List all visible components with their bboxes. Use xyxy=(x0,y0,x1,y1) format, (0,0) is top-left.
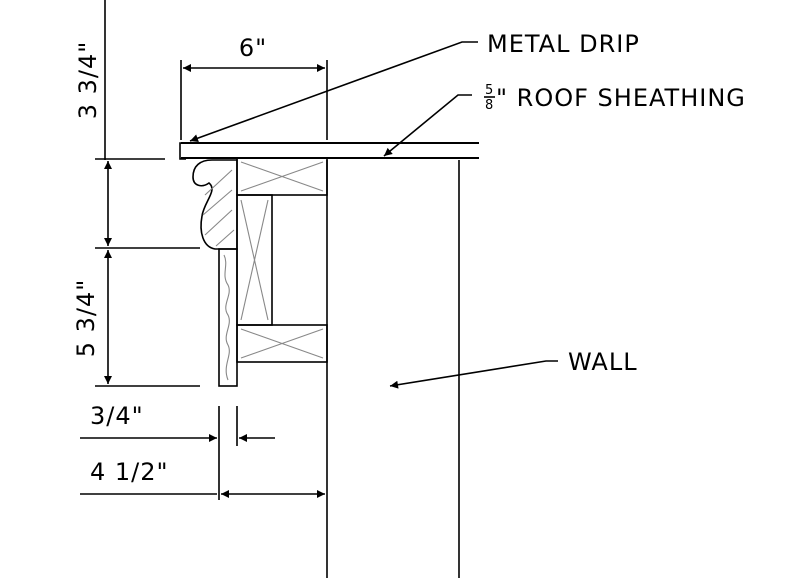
dimension-trim-thickness-label: 3/4" xyxy=(90,402,144,430)
bottom-blocking xyxy=(236,324,328,363)
dimension-overhang: 4 1/2" xyxy=(80,458,325,498)
roof-sheathing-fraction-numerator: 5 xyxy=(485,83,493,98)
wall-label: WALL xyxy=(568,348,638,376)
crown-molding xyxy=(192,159,238,250)
dimension-trim-thickness: 3/4" xyxy=(80,402,275,500)
dimension-top-width: 6" xyxy=(180,34,328,140)
dimension-fascia-height: 5 3/4" xyxy=(72,161,200,387)
wall-leader: WALL xyxy=(389,348,638,389)
roof-sheathing-fraction-denominator: 8 xyxy=(485,98,493,113)
dimension-overhang-label: 4 1/2" xyxy=(90,458,169,486)
dimension-top-height-label: 3 3/4" xyxy=(74,41,102,120)
dimension-fascia-height-label: 5 3/4" xyxy=(72,279,100,358)
fascia-board xyxy=(236,194,273,326)
dimension-top-width-label: 6" xyxy=(239,34,267,62)
top-blocking xyxy=(236,157,328,196)
trim-board xyxy=(218,248,238,387)
roof-sheathing-leader: 5 8 " ROOF SHEATHING xyxy=(383,83,746,157)
roof-sheathing-label: " ROOF SHEATHING xyxy=(496,84,746,112)
roof-sheathing xyxy=(181,142,479,159)
metal-drip-leader: METAL DRIP xyxy=(189,30,640,143)
metal-drip xyxy=(179,142,186,160)
dimension-top-height: 3 3/4" xyxy=(74,0,165,160)
wall-outline xyxy=(326,160,460,578)
metal-drip-label: METAL DRIP xyxy=(487,30,640,58)
